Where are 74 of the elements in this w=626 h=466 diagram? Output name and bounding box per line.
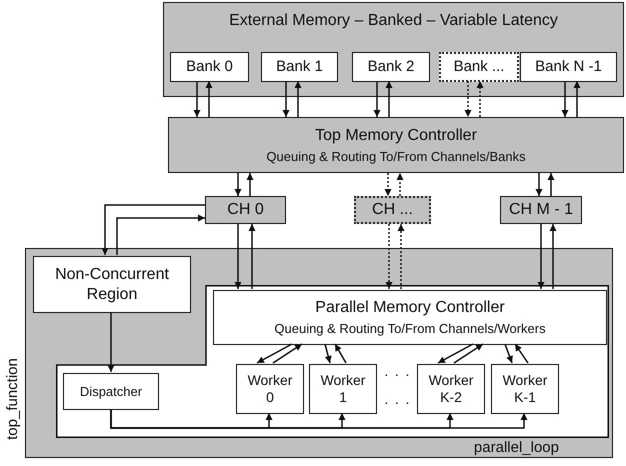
arrow <box>256 343 292 364</box>
arrow <box>386 81 392 117</box>
worker-box <box>236 364 304 414</box>
description-text: Queuing & Routing To/From Channels/Workers <box>274 321 546 337</box>
node-label: Parallel Memory Controller <box>315 298 505 318</box>
node-label: CH M - 1 <box>509 200 573 220</box>
arrow <box>514 344 529 364</box>
arrow <box>194 81 200 117</box>
arrow <box>476 81 484 117</box>
arrow <box>116 214 205 255</box>
arrow <box>454 343 484 364</box>
arrow <box>374 81 380 117</box>
bank-box <box>520 52 617 82</box>
arrow <box>334 344 347 364</box>
arrow <box>536 173 542 196</box>
arrow <box>504 344 513 364</box>
arrow <box>396 173 404 196</box>
node-label: Dispatcher <box>80 384 142 400</box>
arrow <box>234 173 242 196</box>
arrow <box>562 81 568 117</box>
controller-box <box>213 290 607 345</box>
node-label: Bank 0 <box>186 58 233 76</box>
bank-box <box>439 52 519 82</box>
arrow <box>438 343 474 364</box>
dispatcher-box <box>63 373 159 410</box>
arrow <box>384 173 392 196</box>
node-label: Bank ... <box>454 58 504 76</box>
node-label: parallel_loop <box>474 439 559 457</box>
arrow <box>110 409 528 429</box>
region-box <box>33 256 191 313</box>
node-label: Worker K-2 <box>428 372 474 406</box>
node-label: Worker K-1 <box>502 372 548 406</box>
ellipsis-label: · · · <box>384 394 411 410</box>
bank-box <box>170 52 249 82</box>
worker-box <box>491 364 559 414</box>
arrow <box>386 224 392 289</box>
bank-box <box>352 52 430 82</box>
node-label: Non-Concurrent Region <box>54 265 170 304</box>
node-label: CH ... <box>372 200 413 220</box>
arrow <box>550 224 556 289</box>
arrow <box>548 173 554 196</box>
arrow <box>464 81 472 117</box>
controller-box <box>168 117 624 173</box>
arrow <box>324 344 332 364</box>
arrow <box>282 81 290 117</box>
arrow <box>538 224 544 289</box>
arrow <box>248 224 256 289</box>
node-label: Bank 2 <box>368 58 414 76</box>
arrow <box>246 173 254 196</box>
worker-box <box>417 364 485 414</box>
arrow <box>398 224 404 289</box>
arrow <box>102 204 205 255</box>
node-label: Top Memory Controller <box>315 126 477 145</box>
node-label: Worker 1 <box>320 372 366 406</box>
arrow <box>574 81 580 117</box>
channel-box <box>205 196 286 224</box>
ellipsis-label: · · · <box>384 366 411 382</box>
description-text: Queuing & Routing To/From Channels/Banks <box>266 148 526 164</box>
arrow <box>234 224 242 289</box>
region-label: top_function <box>4 358 22 440</box>
node-label: External Memory – Banked – Variable Latency <box>229 11 558 30</box>
channel-box <box>354 196 431 224</box>
node-label: CH 0 <box>227 200 264 220</box>
arrow <box>272 343 302 364</box>
node-label: Bank 1 <box>276 58 323 76</box>
channel-box <box>500 196 582 224</box>
arrow <box>108 312 114 372</box>
node-label: Worker 0 <box>246 372 294 406</box>
arrow <box>206 81 212 117</box>
memory-region <box>163 2 624 97</box>
bank-box <box>261 52 338 82</box>
arrow <box>294 81 302 117</box>
worker-box <box>309 364 377 414</box>
node-label: Bank N -1 <box>535 58 602 76</box>
